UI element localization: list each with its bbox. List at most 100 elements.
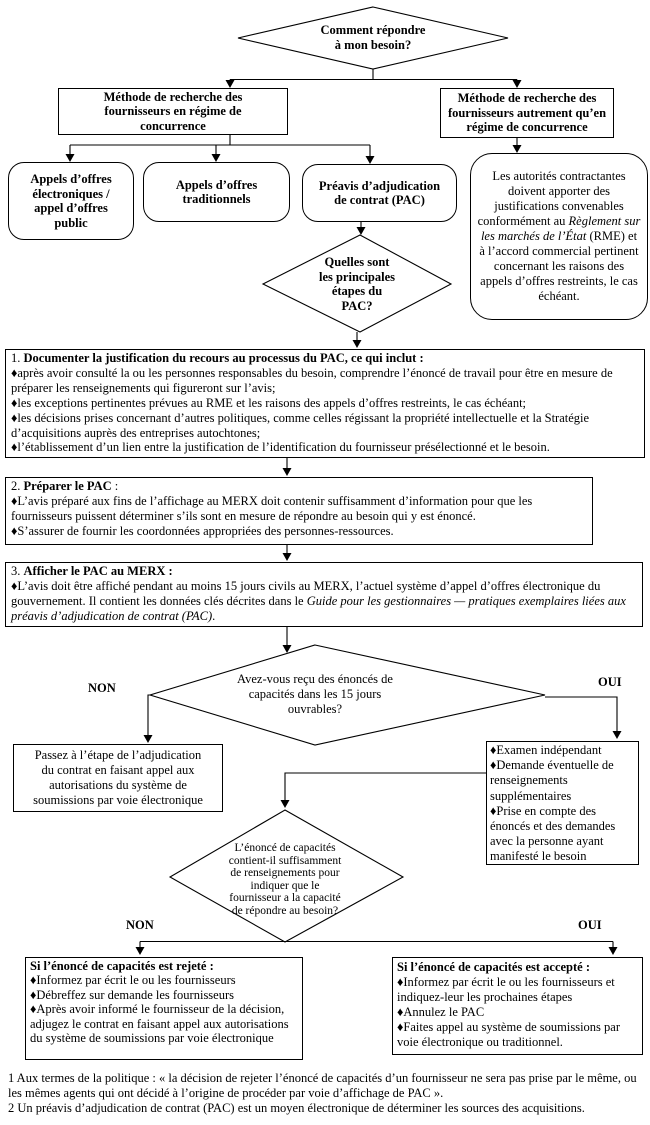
method-competitive-box: Méthode de recherche des fournisseurs en…	[58, 88, 288, 135]
connector-sufficient-split	[139, 940, 614, 947]
decision-steps-text: Quelles sont les principales étapes du P…	[297, 255, 417, 313]
text-line: Méthode de recherche des	[457, 91, 597, 106]
label-non-2: NON	[126, 918, 154, 932]
arrowhead-to-electronic	[65, 154, 75, 162]
arrowhead-to-accepted	[608, 947, 618, 955]
text-line: appel d’offres	[34, 201, 108, 215]
arrowhead-to-justification	[512, 145, 522, 153]
step1-bullet: ♦l’établissement d’un lien entre la just…	[11, 440, 550, 455]
text-line: Quelles sont	[324, 255, 390, 269]
step3-title: Afficher le PAC au MERX :	[23, 564, 173, 578]
decision-received-diamond	[148, 644, 546, 746]
step1-number: 1.	[11, 351, 24, 365]
step1-bullet: ♦les décisions prises concernant d’autre…	[11, 410, 590, 440]
connector-non-1	[147, 694, 150, 735]
text-line: L’énoncé de capacités	[234, 842, 336, 854]
decision-need-text: Comment répondre à mon besoin?	[288, 23, 458, 53]
footnotes: 1 Aux termes de la politique : « la déci…	[8, 1071, 646, 1116]
text-line: de contrat (PAC)	[334, 193, 425, 207]
text-line: Comment répondre	[320, 23, 426, 37]
connector-review-to-sufficient	[284, 772, 486, 800]
justification-note: Les autorités contractantes doivent appo…	[470, 153, 648, 320]
arrowhead-to-step2	[282, 468, 292, 476]
step2-number: 2.	[11, 479, 24, 493]
accepted-bullet: ♦Annulez le PAC	[397, 1005, 485, 1019]
text-line: de répondre au besoin?	[231, 904, 339, 917]
option-traditional-node: Appels d’offres traditionnels	[143, 162, 290, 222]
connector-competitive-split	[69, 135, 371, 156]
step2-bullet: ♦L’avis préparé aux fins de l’affichage …	[11, 493, 533, 523]
arrowhead-to-no-response	[143, 735, 153, 743]
text-line: Avez-vous reçu des énoncés de	[237, 672, 393, 686]
text-line: traditionnels	[182, 192, 251, 206]
text-line: Méthode de recherche des	[103, 89, 243, 104]
text-line: Appels d’offres	[175, 177, 258, 192]
step1-bullet: ♦après avoir consulté la ou les personne…	[11, 365, 613, 395]
review-bullet: ♦Examen indépendant	[490, 743, 602, 757]
decision-received-text: Avez-vous reçu des énoncés de capacités …	[220, 672, 410, 717]
label-oui-2: OUI	[578, 918, 602, 932]
arrowhead-to-step1	[352, 340, 362, 348]
text-line: de renseignements pour	[230, 867, 340, 880]
justification-pre: Les autorités contractantes doivent appo…	[477, 169, 626, 228]
step3-bullet-post: .	[212, 608, 216, 623]
text-line: fournisseurs autrement qu’en	[447, 105, 607, 120]
accepted-bullet: ♦Informez par écrit le ou les fournisseu…	[397, 975, 615, 1004]
text-line: Passez à l’étape de l’adjudication	[34, 747, 202, 762]
connector-oui-1	[545, 696, 618, 731]
text-line: ouvrables?	[287, 702, 343, 716]
decision-sufficient-text: L’énoncé de capacités contient-il suffis…	[205, 842, 365, 918]
step2-title-line: 2. Préparer le PAC :	[11, 479, 587, 494]
label-non-1: NON	[88, 681, 116, 695]
decision-steps-diamond	[261, 234, 453, 333]
step2-bullet: ♦S’assurer de fournir les coordonnées ap…	[11, 523, 394, 538]
arrowhead-to-traditional	[211, 154, 221, 162]
arrowhead-to-review	[612, 731, 622, 739]
arrowhead-to-steps-diamond	[356, 227, 366, 235]
arrowhead-to-competitive	[225, 80, 235, 88]
label-oui-1: OUI	[598, 675, 622, 689]
rejected-title: Si l’énoncé de capacités est rejeté :	[30, 959, 214, 973]
text-line: régime de concurrence	[466, 120, 588, 135]
step2-title-suffix: :	[111, 479, 119, 493]
text-line: Appels d’offres	[30, 172, 112, 186]
arrowhead-to-noncompetitive	[512, 80, 522, 88]
rejected-bullet: ♦Informez par écrit le ou les fournisseu…	[30, 973, 236, 988]
text-line: électroniques /	[32, 186, 110, 201]
step3-number: 3.	[11, 564, 24, 578]
text-line: Préavis d’adjudication	[318, 178, 441, 193]
step3-title-line: 3. Afficher le PAC au MERX :	[11, 564, 637, 579]
text-line: les principales	[318, 269, 396, 284]
text-line: du contrat en faisant appel aux	[41, 762, 195, 777]
text-line: fournisseur a la capacité	[229, 892, 341, 905]
connector-need-split	[229, 69, 518, 81]
justification-regulation-title: Règlement sur les marchés de l’État	[480, 214, 641, 243]
footnote-2: 2 Un préavis d’adjudication de contrat (…	[8, 1101, 585, 1115]
text-line: public	[54, 215, 88, 230]
arrowhead-to-rejected	[135, 947, 145, 955]
rejected-box: Si l’énoncé de capacités est rejeté : ♦I…	[25, 957, 303, 1060]
step1-title-line: 1. Documenter la justification du recour…	[11, 351, 639, 366]
arrowhead-to-step3	[282, 553, 292, 561]
rejected-bullet: ♦Débreffez sur demande les fournisseurs	[30, 987, 234, 1002]
step1-bullet: ♦les exceptions pertinentes prévues au R…	[11, 395, 527, 410]
text-line: autorisations du système de	[49, 778, 187, 792]
step2-title: Préparer le PAC	[23, 479, 112, 493]
step3-bullet-pre: ♦L’avis doit être affiché pendant au moi…	[11, 578, 601, 608]
rejected-bullet: ♦Après avoir informé le fournisseur de l…	[30, 1002, 289, 1046]
method-noncompetitive-box: Méthode de recherche des fournisseurs au…	[440, 88, 614, 138]
step3-guide-title: Guide pour les gestionnaires — pratiques…	[11, 593, 626, 623]
text-line: concurrence	[140, 118, 206, 133]
text-line: fournisseurs en régime de	[104, 104, 242, 119]
text-line: capacités dans les 15 jours	[248, 687, 382, 701]
arrowhead-to-received-diamond	[282, 645, 292, 653]
step2-box: 2. Préparer le PAC : ♦L’avis préparé aux…	[5, 477, 593, 545]
text-line: indiquer que le	[250, 879, 320, 892]
step3-bullet: ♦L’avis doit être affiché pendant au moi…	[11, 579, 637, 624]
accepted-box: Si l’énoncé de capacités est accepté : ♦…	[392, 957, 643, 1055]
footnote-1: 1 Aux termes de la politique : « la déci…	[8, 1071, 637, 1100]
arrowhead-to-pac	[365, 156, 375, 164]
option-pac-node: Préavis d’adjudication de contrat (PAC)	[302, 164, 457, 222]
option-electronic-node: Appels d’offres électroniques / appel d’…	[8, 162, 134, 240]
